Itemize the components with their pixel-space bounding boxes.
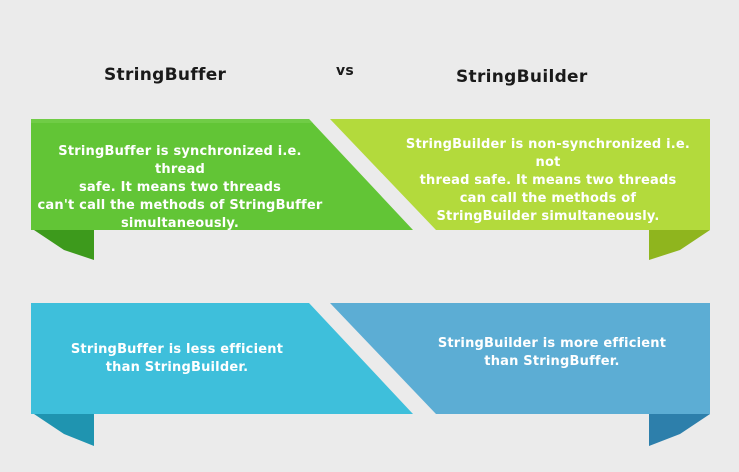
ribbon-fold-left-row1 xyxy=(34,230,94,260)
row1-right-text: StringBuilder is non-synchronized i.e. n… xyxy=(405,137,691,224)
ribbon-fold-left-row2 xyxy=(34,414,94,446)
ribbon-right-row1 xyxy=(330,119,710,230)
ribbon-left-row1 xyxy=(31,119,413,230)
ribbon-fold-right-row2 xyxy=(649,414,710,446)
ribbon-left-row2 xyxy=(31,303,413,414)
stringbuffer-heading: StringBuffer xyxy=(104,65,227,85)
vs-label: vs xyxy=(336,63,355,79)
ribbon-shadow-left-row1 xyxy=(31,119,313,123)
row2-left-text: StringBuffer is less efficient than Stri… xyxy=(70,342,284,375)
row2-right-text: StringBuilder is more efficient than Str… xyxy=(437,336,667,369)
ribbon-right-row2 xyxy=(330,303,710,414)
stringbuilder-heading: StringBuilder xyxy=(456,67,588,87)
ribbon-fold-right-row1 xyxy=(649,230,710,260)
row1-left-text: StringBuffer is synchronized i.e. thread… xyxy=(37,144,323,231)
